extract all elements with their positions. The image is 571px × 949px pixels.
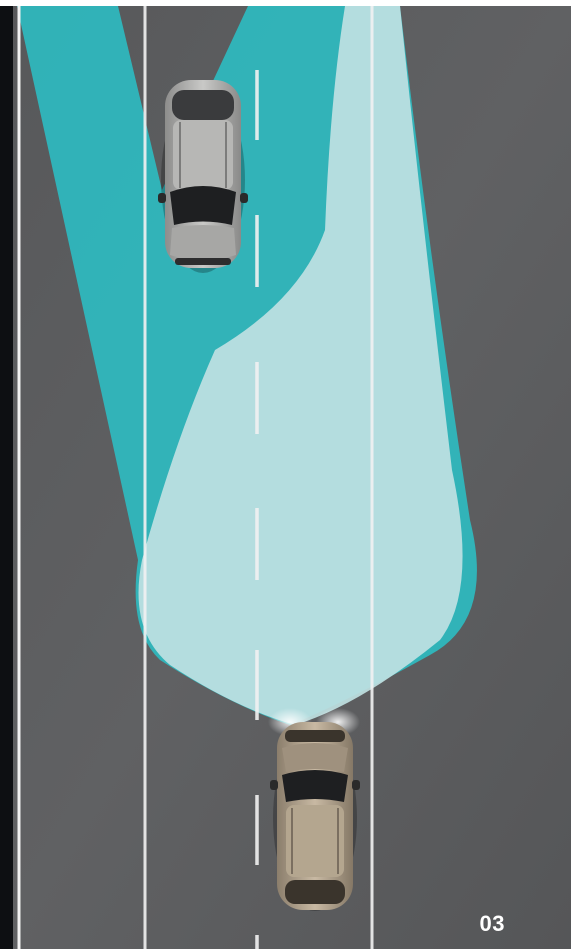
own-car xyxy=(270,722,360,911)
left-dark-edge xyxy=(0,6,13,949)
page-number: 03 xyxy=(480,911,505,937)
oncoming-car xyxy=(158,80,248,273)
